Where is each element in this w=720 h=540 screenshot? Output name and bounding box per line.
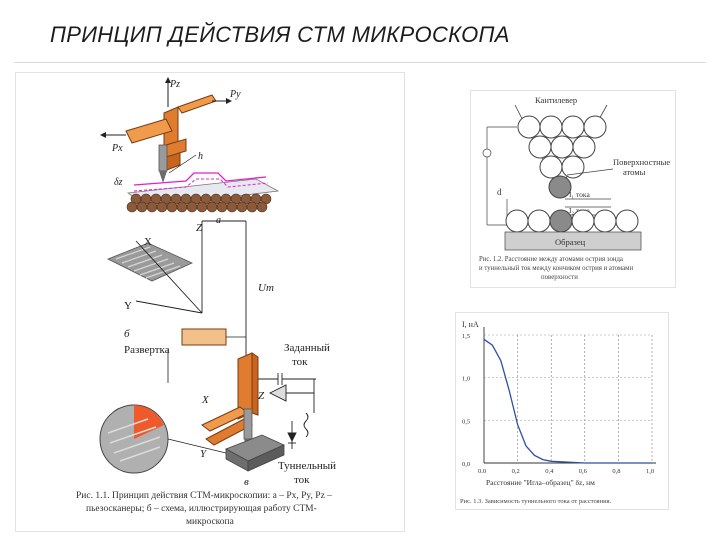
- label-x-bottom: X: [201, 394, 210, 406]
- tip-atoms: [514, 104, 608, 199]
- tunnel-current-chart-panel: I, нА 0.0 0,2 0,4 0,6 0,8 1,0 0,0 0,5 1,0 1,5 Рас…: [455, 312, 669, 510]
- label-py: Py: [229, 89, 241, 100]
- label-ut: Uт: [258, 282, 274, 294]
- surface-atoms-row: [126, 193, 272, 213]
- label-z-middle: Z: [196, 222, 203, 234]
- tr-caption-line2: и туннельный ток между кончиком острия и…: [479, 265, 633, 272]
- label-a: a: [216, 215, 221, 226]
- slide-title: ПРИНЦИП ДЕЙСТВИЯ СТМ МИКРОСКОПА: [50, 22, 510, 47]
- left-caption-line2: пьезосканеры; б – схема, иллюстрирующая …: [86, 503, 317, 514]
- label-c: в: [244, 476, 249, 488]
- label-b: б: [124, 328, 130, 340]
- label-tunnel-1: Туннельный: [278, 460, 336, 472]
- label-setcurrent-2: ток: [292, 356, 308, 368]
- left-caption-line3: микроскопа: [186, 517, 235, 527]
- br-caption: Рис. 1.3. Зависимость туннельного тока о…: [460, 498, 612, 505]
- label-z-bottom: Z: [258, 390, 265, 402]
- label-d: d: [497, 187, 502, 197]
- feedback-circuit: [246, 373, 316, 449]
- chart-ylabel: I, нА: [462, 320, 479, 329]
- scan-axes: [135, 220, 247, 379]
- y-tick-label: 0,5: [462, 418, 470, 425]
- piezo-scanner-top: [125, 94, 217, 183]
- tr-caption-line3: поверхности: [541, 274, 578, 281]
- piezo-scanner-bottom: [201, 352, 285, 472]
- y-tick-label: 1,0: [462, 376, 470, 383]
- tunnel-current-chart: I, нА 0.0 0,2 0,4 0,6 0,8 1,0 0,0 0,5 1,0 1,5 Рас…: [460, 320, 656, 505]
- label-surface-atoms-1: Поверхностные: [613, 157, 670, 167]
- scanned-surface-image: [107, 242, 193, 282]
- label-sample: Образец: [555, 237, 586, 247]
- magnified-scan-circle: [99, 404, 169, 474]
- label-pz: Pz: [169, 79, 180, 90]
- label-dz: δz: [114, 177, 123, 188]
- x-tick-label: 0,2: [512, 468, 520, 475]
- x-tick-label: 0.0: [478, 468, 486, 475]
- tip-atoms-diagram: Кантилевер Поверхностные атомы: [479, 95, 670, 281]
- label-h: h: [198, 151, 203, 162]
- chart-xlabel: Расстояние "Игла–образец" δz, нм: [486, 478, 595, 487]
- chart-ticks: 0.0 0,2 0,4 0,6 0,8 1,0 0,0 0,5 1,0 1,5: [462, 333, 654, 475]
- label-tunnel-2: ток: [294, 474, 310, 486]
- y-tick-label: 1,5: [462, 333, 470, 340]
- tip-atoms-figure: Кантилевер Поверхностные атомы: [470, 90, 676, 288]
- axis-arrows-top: [100, 77, 232, 138]
- label-surface-atoms-2: атомы: [623, 167, 646, 177]
- left-caption-line1: Рис. 1.1. Принцип действия СТМ-микроскоп…: [76, 490, 332, 501]
- scan-block: [181, 328, 227, 346]
- label-current-a: I₁ тока: [569, 190, 590, 199]
- stm-principle-diagram: Pz Py Px h δz a: [76, 77, 336, 527]
- label-scan: Развертка: [124, 344, 170, 356]
- y-tick-label: 0,0: [462, 461, 470, 468]
- x-tick-label: 0,6: [579, 468, 588, 475]
- label-setcurrent-1: Заданный: [284, 342, 330, 354]
- x-tick-label: 1,0: [646, 468, 654, 475]
- current-series-line: [483, 338, 652, 464]
- label-px: Px: [111, 143, 123, 154]
- title-underline: [14, 62, 706, 63]
- stm-principle-figure: Pz Py Px h δz a: [15, 72, 405, 532]
- sample-atoms: [504, 209, 642, 251]
- label-x-middle: X: [144, 236, 152, 248]
- tr-caption-line1: Рис. 1.2. Расстояние между атомами остри…: [479, 256, 623, 263]
- label-tip: Кантилевер: [535, 95, 577, 105]
- label-y-bottom: Y: [200, 448, 208, 460]
- chart-series: [483, 338, 652, 464]
- x-tick-label: 0,4: [545, 468, 554, 475]
- x-tick-label: 0,8: [612, 468, 620, 475]
- label-y-middle: Y: [124, 300, 132, 312]
- chart-grid: [484, 334, 653, 463]
- slide-top-border: [0, 0, 720, 8]
